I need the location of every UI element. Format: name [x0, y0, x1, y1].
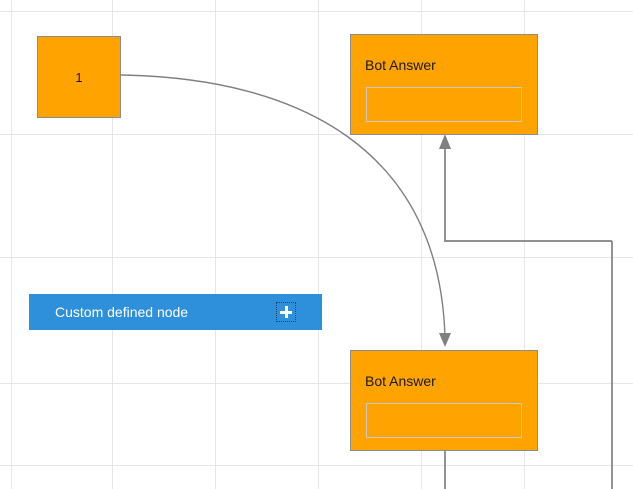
bot-answer-node-top[interactable]: Bot Answer — [350, 34, 538, 135]
bot-answer-content-slot-bottom[interactable] — [366, 403, 522, 438]
arrowhead-up-icon — [439, 134, 451, 149]
custom-defined-node-bar[interactable]: Custom defined node — [29, 294, 322, 330]
bot-answer-title-top: Bot Answer — [365, 57, 436, 73]
bot-answer-title-bottom: Bot Answer — [365, 373, 436, 389]
bot-answer-node-bottom[interactable]: Bot Answer — [350, 350, 538, 451]
custom-defined-node-label: Custom defined node — [55, 304, 189, 320]
plus-icon[interactable] — [276, 302, 296, 322]
start-node[interactable]: 1 — [37, 36, 121, 118]
curved-connector-node1-to-bot-bottom[interactable] — [120, 74, 446, 339]
bot-answer-content-slot-top[interactable] — [366, 87, 522, 122]
orthogonal-connector-to-bot-top[interactable] — [444, 148, 612, 242]
arrowhead-down-icon — [439, 333, 451, 347]
plus-glyph-icon — [280, 306, 292, 318]
start-node-label: 1 — [75, 69, 83, 85]
